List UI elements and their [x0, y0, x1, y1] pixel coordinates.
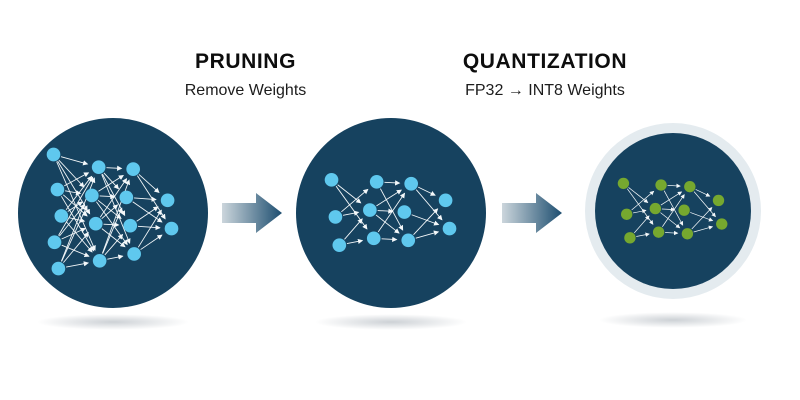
quantized-network-circle [595, 133, 751, 289]
pruned-network-diagram [324, 173, 457, 252]
pruning-arrow-icon [222, 193, 282, 233]
quantization-subtitle: FP32 → INT8 Weights [465, 82, 625, 99]
pruning-title: PRUNING [194, 50, 297, 73]
circle-shadow [36, 314, 190, 330]
quantized-network-diagram [617, 177, 728, 244]
pruning-subtitle: Remove Weights [184, 82, 307, 99]
quantization-title: QUANTIZATION [462, 50, 628, 73]
pruning-label-group: PRUNING Remove Weights [148, 50, 343, 100]
original-network-circle [18, 118, 208, 308]
quantization-arrow-icon [502, 193, 562, 233]
pruned-network-circle [296, 118, 486, 308]
circle-shadow [314, 314, 468, 330]
original-network-diagram [46, 147, 179, 276]
circle-shadow [598, 312, 748, 328]
quantization-label-group: QUANTIZATION FP32 → INT8 Weights [435, 50, 655, 100]
